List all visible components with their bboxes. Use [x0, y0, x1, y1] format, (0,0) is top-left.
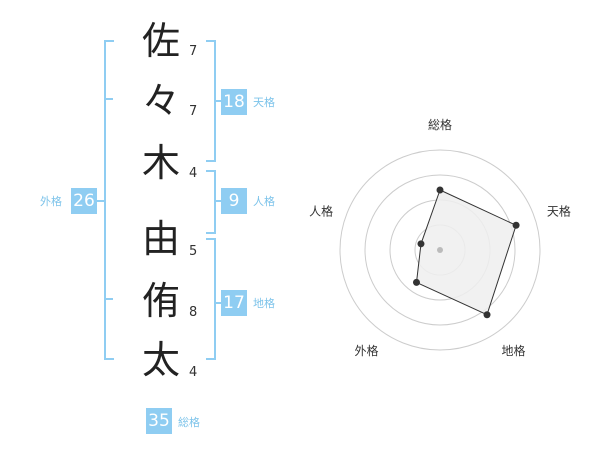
name-char-3: 木	[141, 141, 180, 185]
soukaku-label: 総格	[178, 416, 200, 429]
name-char-5: 侑	[141, 279, 180, 323]
stroke-count-2: 7	[189, 104, 198, 119]
radar-axis-label-4: 外格	[354, 343, 378, 358]
radar-ring	[339, 149, 541, 351]
name-char-6: 太	[141, 338, 180, 382]
radar-center-point	[437, 247, 443, 253]
name-char-1: 佐	[141, 19, 180, 63]
gaikaku-value: 26	[71, 188, 97, 214]
gaikaku-bracket-tick	[106, 98, 113, 100]
radar-axis-label-5: 人格	[309, 203, 333, 218]
gaikaku-bracket-tick	[106, 298, 113, 300]
radar-point-4	[412, 278, 420, 286]
chikaku-value: 17	[221, 290, 247, 316]
radar-points	[412, 186, 520, 319]
gaikaku-bracket	[104, 40, 114, 360]
jinkaku-connector	[214, 200, 221, 202]
stroke-count-4: 5	[189, 244, 198, 259]
stroke-count-3: 4	[189, 166, 198, 181]
name-char-4: 由	[141, 217, 180, 261]
radar-ring	[364, 174, 516, 326]
tenkaku-value: 18	[221, 89, 247, 115]
radar-point-5	[417, 240, 425, 248]
radar-point-1	[436, 186, 444, 194]
stroke-count-1: 7	[189, 44, 198, 59]
tenkaku-label: 天格	[253, 96, 275, 109]
jinkaku-value: 9	[221, 188, 247, 214]
stroke-count-5: 8	[189, 305, 198, 320]
gaikaku-label: 外格	[40, 195, 62, 208]
gaikaku-connector	[97, 200, 104, 202]
jinkaku-bracket	[206, 170, 216, 234]
radar-point-3	[483, 311, 491, 319]
radar-axis-label-3: 地格	[501, 343, 525, 358]
radar-axis-label-2: 天格	[547, 203, 571, 218]
name-char-2: 々	[141, 79, 180, 123]
soukaku-value: 35	[146, 408, 172, 434]
radar-axis-label-1: 総格	[428, 117, 452, 132]
radar-point-2	[512, 221, 520, 229]
tenkaku-connector	[214, 100, 221, 102]
jinkaku-label: 人格	[253, 195, 275, 208]
chikaku-bracket	[206, 238, 216, 360]
chikaku-connector	[214, 302, 221, 304]
chikaku-label: 地格	[253, 297, 275, 310]
radar-polygon	[415, 189, 517, 316]
stroke-count-6: 4	[189, 365, 198, 380]
